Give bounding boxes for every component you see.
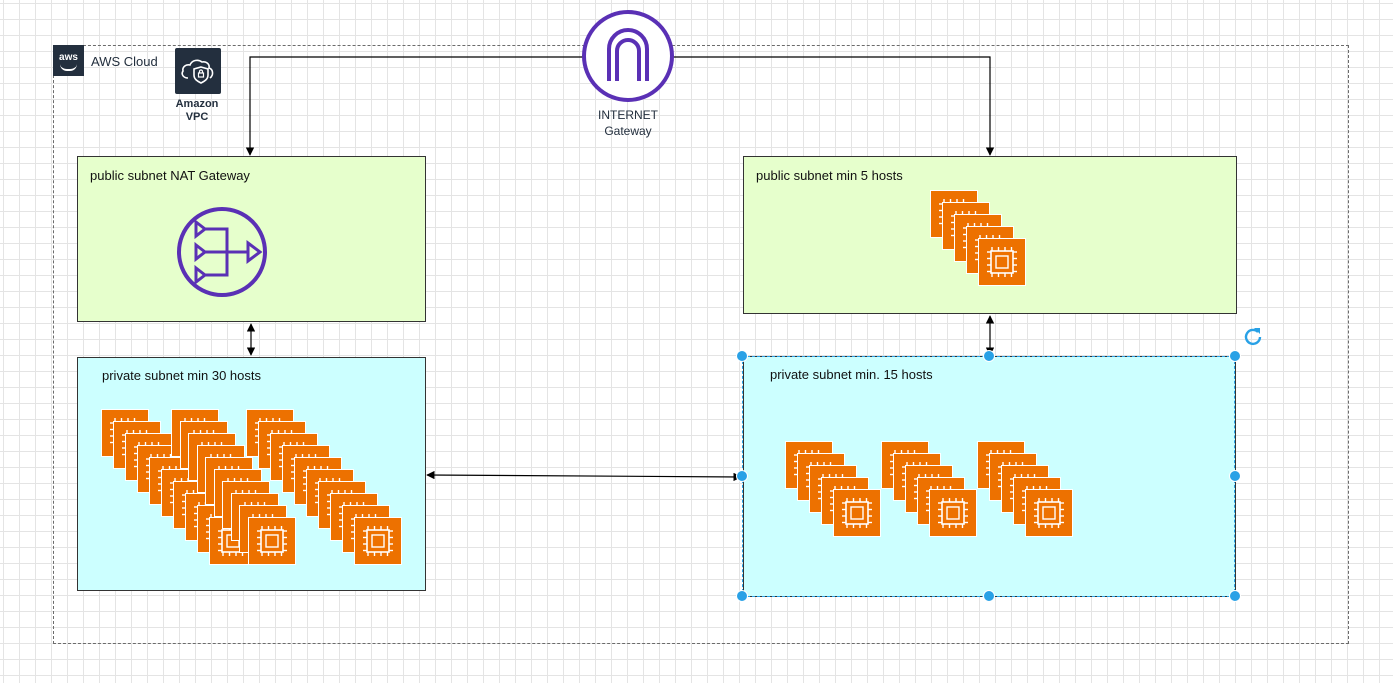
resize-handle-se[interactable] [1229, 590, 1241, 602]
ec2-instance-icon [929, 489, 977, 537]
internet-gateway-label: INTERNET Gateway [598, 108, 658, 138]
ec2-instance-icon [247, 517, 296, 565]
aws-cloud-label: AWS Cloud [91, 54, 158, 69]
rotate-handle-icon[interactable] [1242, 325, 1264, 347]
nat-gateway-icon [175, 205, 269, 304]
subnet-public-hosts-label: public subnet min 5 hosts [756, 168, 903, 183]
subnet-public-hosts[interactable]: public subnet min 5 hosts [743, 156, 1237, 314]
resize-handle-sw[interactable] [736, 590, 748, 602]
ec2-instance-icon [978, 238, 1026, 286]
subnet-private-15-label: private subnet min. 15 hosts [770, 367, 933, 382]
resize-handle-s[interactable] [983, 590, 995, 602]
subnet-private-30[interactable]: private subnet min 30 hosts [77, 357, 426, 591]
subnet-private-30-label: private subnet min 30 hosts [102, 368, 261, 383]
selection-box [742, 356, 1235, 597]
resize-handle-e[interactable] [1229, 470, 1241, 482]
vpc-label: Amazon VPC [175, 98, 219, 123]
resize-handle-ne[interactable] [1229, 350, 1241, 362]
resize-handle-w[interactable] [736, 470, 748, 482]
aws-cloud-group[interactable] [53, 45, 1349, 644]
subnet-nat-label: public subnet NAT Gateway [90, 168, 250, 183]
vpc-shield-icon[interactable] [175, 48, 221, 94]
internet-gateway-icon[interactable] [581, 9, 675, 103]
resize-handle-n[interactable] [983, 350, 995, 362]
resize-handle-nw[interactable] [736, 350, 748, 362]
subnet-nat-gateway[interactable]: public subnet NAT Gateway [77, 156, 426, 322]
aws-logo-icon: aws [53, 45, 84, 76]
ec2-instance-icon [833, 489, 881, 537]
ec2-instance-icon [354, 517, 402, 565]
ec2-instance-icon [1025, 489, 1073, 537]
